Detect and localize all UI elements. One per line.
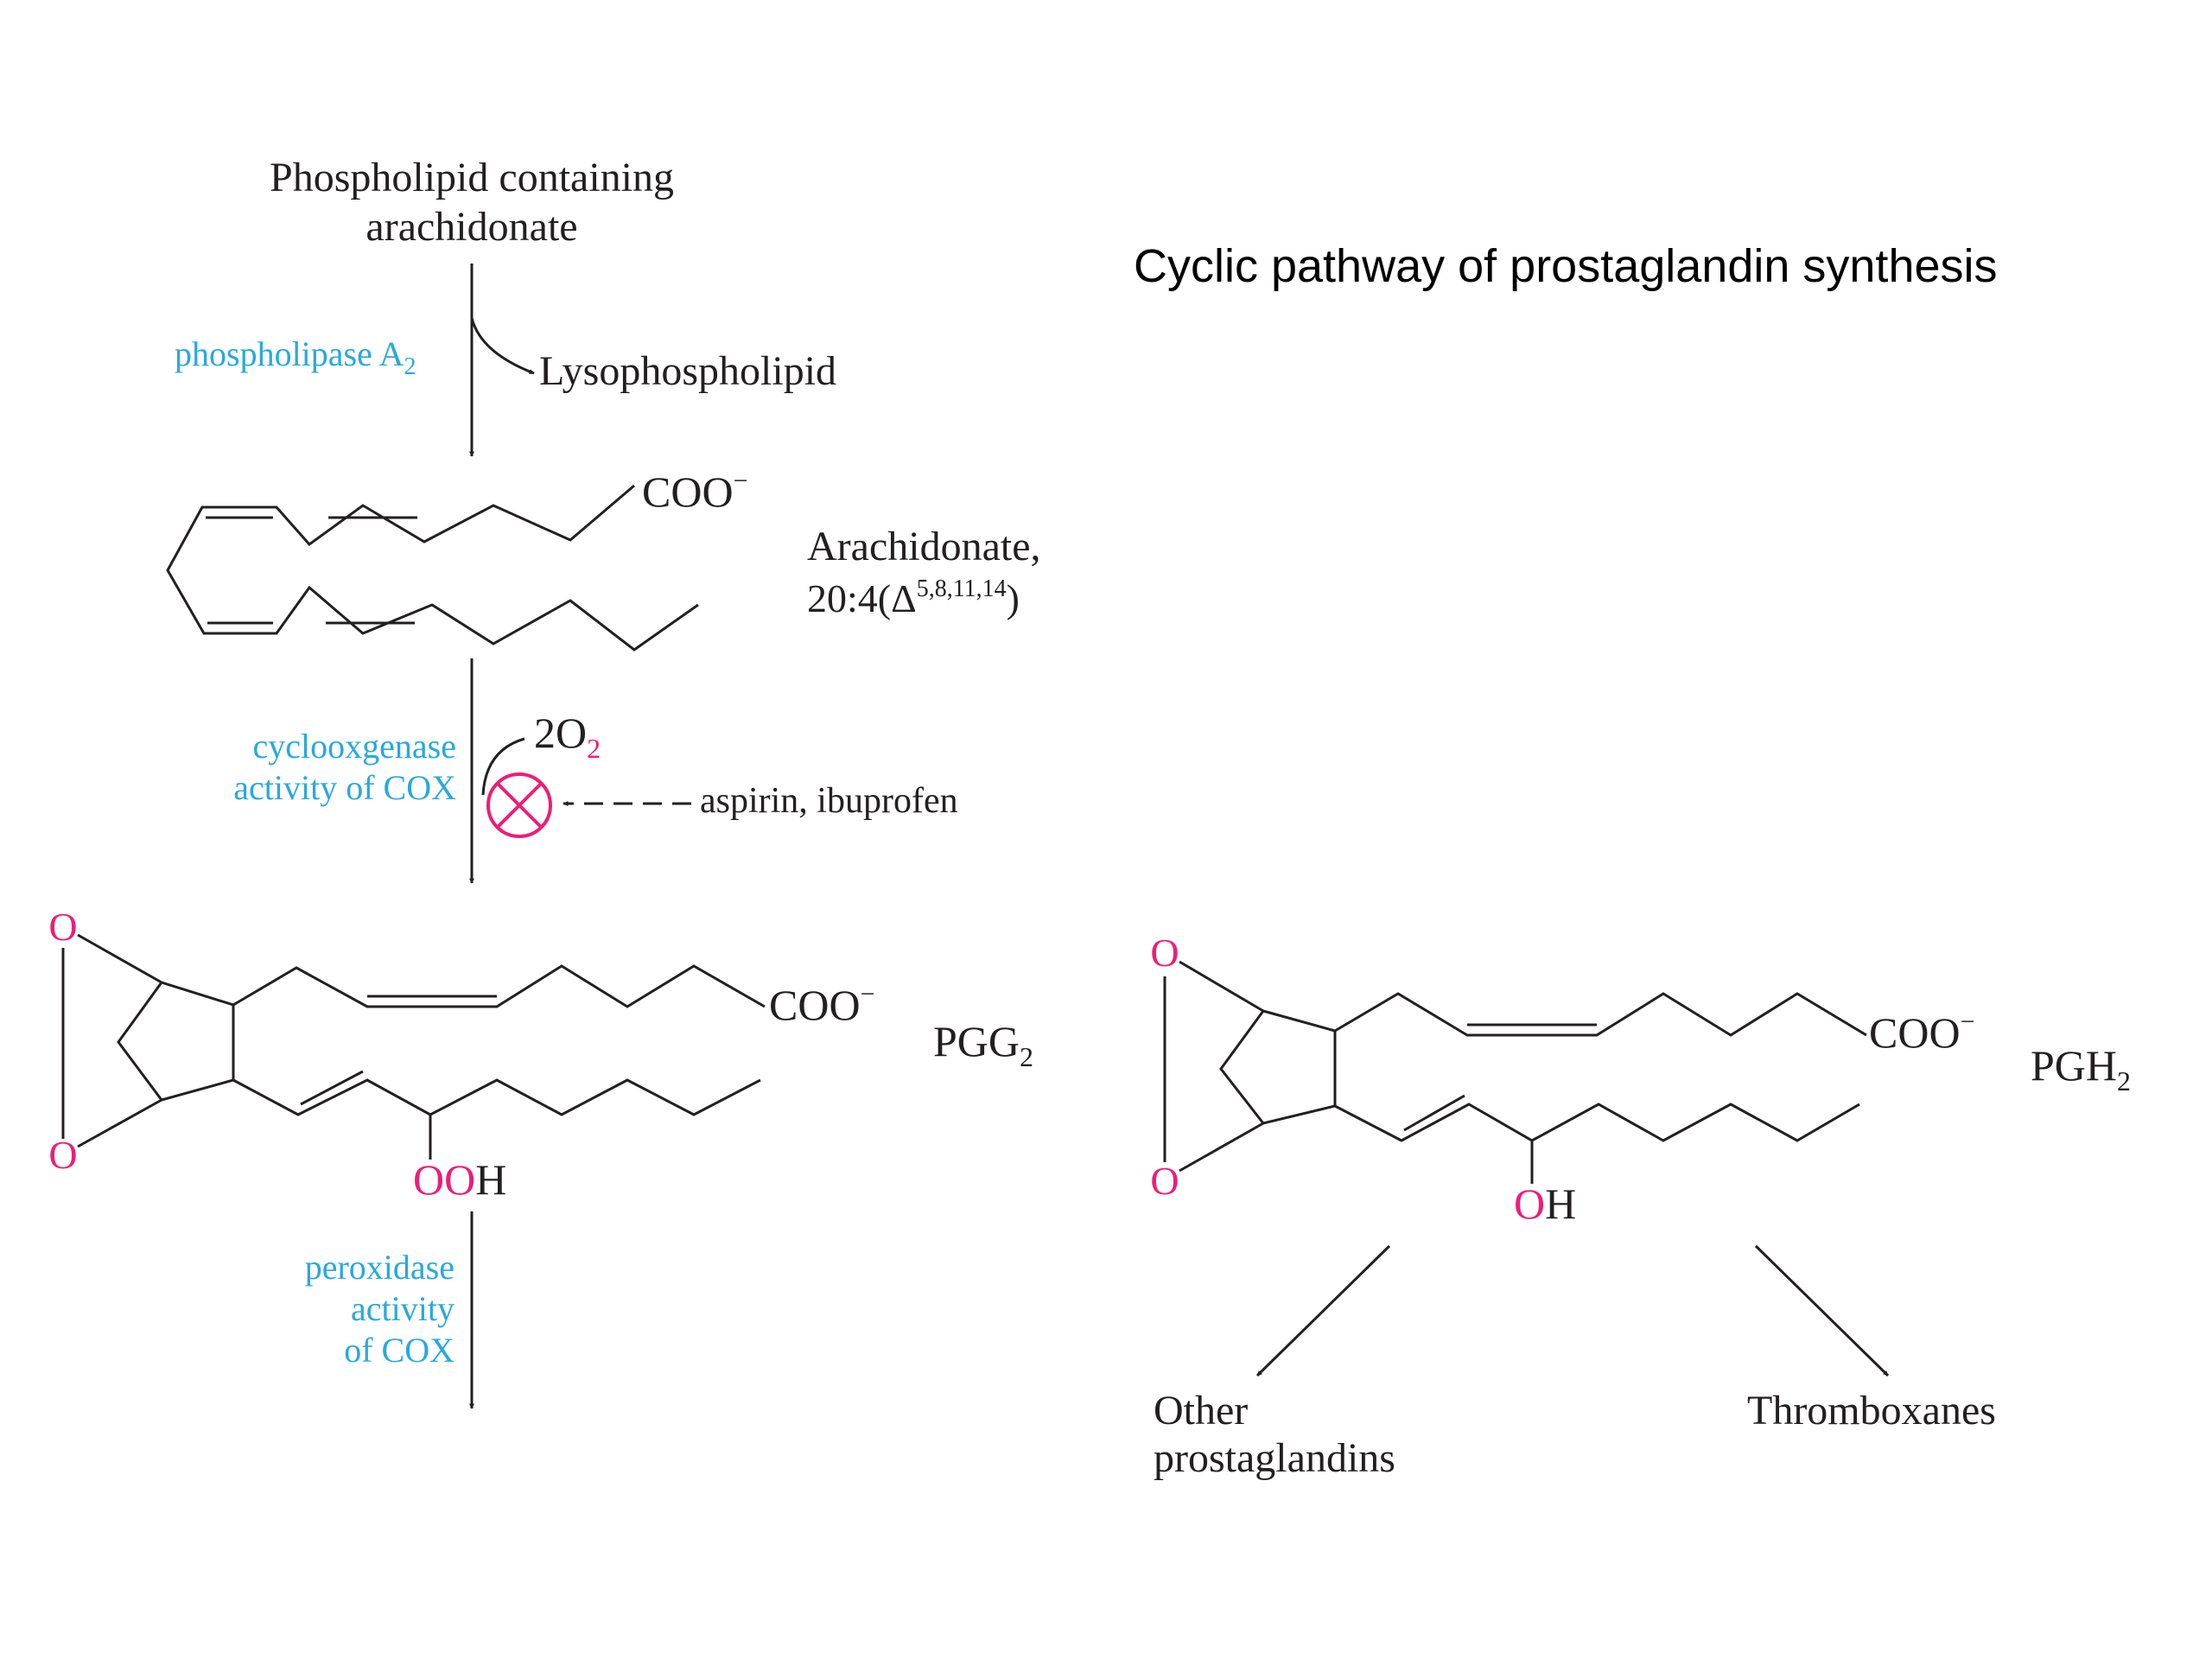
pgh2-oxygen-bottom: O bbox=[1150, 1159, 1179, 1203]
inhibition-symbol-icon bbox=[486, 772, 552, 838]
pgg2-oxygen-bottom: O bbox=[48, 1133, 77, 1177]
other-prostaglandins-label: Other prostaglandins bbox=[1154, 1388, 1395, 1481]
oxygen-reagent: 2O2 bbox=[534, 709, 601, 764]
svg-text:cyclooxgenase: cyclooxgenase bbox=[253, 727, 456, 766]
svg-text:of COX: of COX bbox=[344, 1331, 454, 1370]
svg-text:20:4(Δ5,8,11,14): 20:4(Δ5,8,11,14) bbox=[807, 575, 1020, 620]
step1-arrow bbox=[469, 264, 535, 457]
inhibitors-label: aspirin, ibuprofen bbox=[700, 781, 958, 821]
thromboxanes-label: Thromboxanes bbox=[1747, 1388, 1996, 1433]
pgg2-oxygen-top: O bbox=[48, 905, 77, 949]
slide-title: Cyclic pathway of prostaglandin synthesi… bbox=[1134, 240, 1998, 292]
pgh2-structure bbox=[1163, 960, 1867, 1184]
svg-text:peroxidase: peroxidase bbox=[305, 1248, 454, 1287]
phospholipase-label: phospholipase A2 bbox=[175, 334, 416, 380]
pgg2-structure bbox=[61, 933, 766, 1160]
lysophospholipid-label: Lysophospholipid bbox=[539, 348, 836, 394]
pgg2-hydroperoxide: OOH bbox=[413, 1155, 506, 1204]
arachidonate-structure bbox=[166, 484, 699, 652]
arachidonate-carboxylate: COO− bbox=[642, 467, 748, 516]
step2-arrow bbox=[469, 658, 525, 884]
cyclooxygenase-label: cyclooxgenase activity of COX bbox=[233, 727, 456, 807]
svg-text:Arachidonate,: Arachidonate, bbox=[807, 524, 1041, 569]
arrow-to-thromboxanes bbox=[1754, 1244, 1890, 1377]
arachidonate-label: Arachidonate, 20:4(Δ5,8,11,14) bbox=[807, 524, 1041, 620]
pgh2-oxygen-top: O bbox=[1150, 931, 1179, 975]
pgh2-hydroxyl: OH bbox=[1514, 1179, 1576, 1228]
start-compound-label: Phospholipid containing arachidonate bbox=[270, 155, 674, 250]
arrow-to-other-prostaglandins bbox=[1255, 1244, 1391, 1377]
pgh2-carboxylate: COO− bbox=[1869, 1007, 1975, 1057]
svg-text:prostaglandins: prostaglandins bbox=[1154, 1435, 1395, 1481]
peroxidase-label: peroxidase activity of COX bbox=[305, 1248, 454, 1370]
pgg2-carboxylate: COO− bbox=[769, 980, 875, 1029]
svg-text:activity of COX: activity of COX bbox=[233, 768, 456, 807]
svg-text:Phospholipid containing: Phospholipid containing bbox=[270, 155, 674, 200]
svg-text:Other: Other bbox=[1154, 1388, 1248, 1433]
pgh2-label: PGH2 bbox=[2031, 1041, 2131, 1096]
pgg2-label: PGG2 bbox=[933, 1017, 1033, 1072]
svg-text:activity: activity bbox=[351, 1289, 454, 1328]
svg-text:arachidonate: arachidonate bbox=[365, 204, 577, 250]
